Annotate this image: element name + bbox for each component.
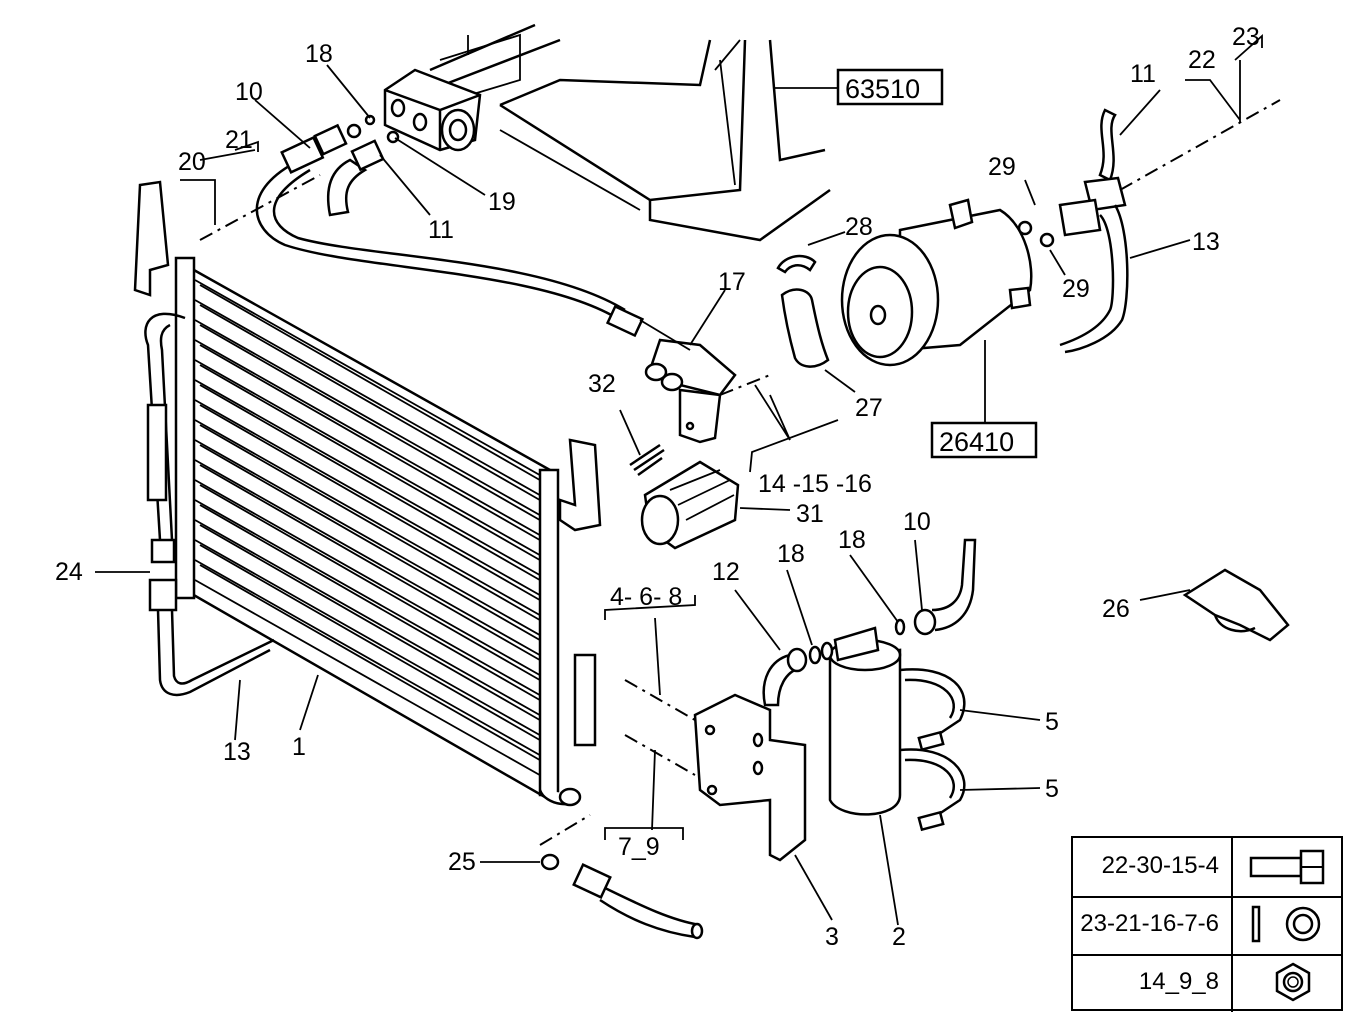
legend-code: 14_9_8 [1138, 968, 1219, 995]
spring-32 [629, 443, 665, 477]
compressor-hoses [1058, 108, 1129, 354]
upper-hoses [255, 114, 645, 338]
callout-10-top: 10 [235, 78, 263, 106]
callout-23: 23 [1232, 23, 1260, 51]
callout-1: 1 [292, 733, 306, 761]
callout-19: 19 [488, 188, 516, 216]
callout-32: 32 [588, 370, 616, 398]
callout-11-right: 11 [1130, 60, 1156, 88]
callout-labels: 18 10 21 20 19 11 17 28 27 32 14 -15 -16… [55, 23, 1260, 951]
callout-3: 3 [825, 923, 839, 951]
callout-29-bottom: 29 [1062, 275, 1090, 303]
ref-box-63510: 63510 [836, 68, 944, 106]
svg-text:63510: 63510 [845, 74, 920, 104]
washer-icon [1231, 896, 1343, 954]
legend-row: 14_9_8 [1073, 954, 1341, 1012]
callout-20: 20 [178, 148, 206, 176]
callout-13-right: 13 [1192, 228, 1220, 256]
callout-22: 22 [1188, 46, 1216, 74]
condenser-outlet-pipe [156, 609, 275, 697]
bracket-3 [693, 693, 807, 862]
callout-10-bottom: 10 [903, 508, 931, 536]
callout-17: 17 [718, 268, 746, 296]
callout-28: 28 [845, 213, 873, 241]
leader-lines [95, 33, 1281, 926]
receiver-drier [828, 626, 966, 832]
callout-5-top: 5 [1045, 708, 1059, 736]
callout-21: 21 [225, 126, 253, 154]
svg-text:26410: 26410 [939, 427, 1014, 457]
fastener-legend: 22-30-15-4 23-21-16-7-6 14_9_8 [1071, 836, 1343, 1012]
bolt-icon [1231, 838, 1343, 896]
legend-code: 23-21-16-7-6 [1080, 910, 1219, 937]
ref-box-26410: 26410 [930, 421, 1038, 459]
callout-2: 2 [892, 923, 906, 951]
nut-icon [1231, 954, 1343, 1012]
callout-11-top: 11 [428, 216, 454, 244]
legend-row: 23-21-16-7-6 [1073, 896, 1341, 956]
callout-24: 24 [55, 558, 83, 586]
callout-18-mid: 18 [777, 540, 805, 568]
lower-hose [540, 853, 704, 940]
callout-14-15-16: 14 -15 -16 [758, 470, 872, 498]
compressor [840, 198, 1055, 367]
drier-hoses [762, 538, 977, 707]
callout-29-top: 29 [988, 153, 1016, 181]
callout-13-left: 13 [223, 738, 251, 766]
callout-18-right: 18 [838, 526, 866, 554]
callout-7-9: 7_9 [618, 833, 660, 861]
engine-bracket [429, 23, 831, 242]
connector-17 [644, 338, 737, 444]
callout-12: 12 [712, 558, 740, 586]
callout-27: 27 [855, 394, 883, 422]
callout-25: 25 [448, 848, 476, 876]
callout-4-6-8: 4- 6- 8 [610, 583, 682, 611]
callout-26: 26 [1102, 595, 1130, 623]
expansion-valve-block [383, 68, 482, 152]
filter-31 [640, 460, 740, 550]
clip-26 [1182, 568, 1290, 642]
callout-31: 31 [796, 500, 824, 528]
callout-18-top: 18 [305, 40, 333, 68]
legend-code: 22-30-15-4 [1101, 852, 1219, 879]
callout-5-bottom: 5 [1045, 775, 1059, 803]
condenser [133, 180, 602, 807]
hose-27 [776, 254, 830, 368]
legend-row: 22-30-15-4 [1073, 838, 1341, 898]
